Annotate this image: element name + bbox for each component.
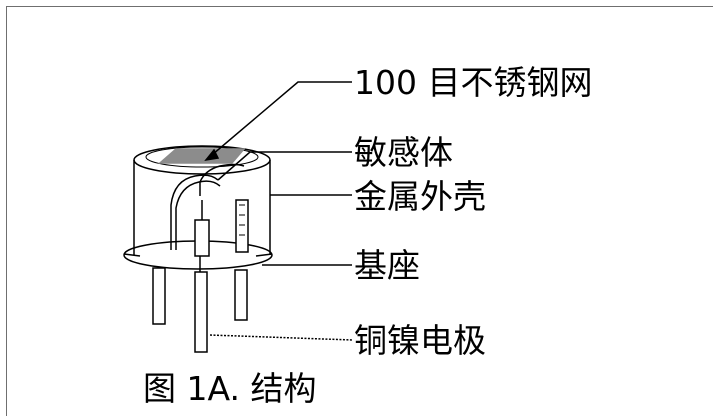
label-electrode: 铜镍电极 xyxy=(354,321,486,360)
label-base: 基座 xyxy=(354,246,420,285)
label-sensing-element: 敏感体 xyxy=(354,133,453,172)
steel-mesh xyxy=(158,148,246,164)
figure-frame xyxy=(6,6,713,416)
label-metal-shell: 金属外壳 xyxy=(354,177,486,216)
electrode-pins xyxy=(152,267,248,353)
metal-shell xyxy=(133,145,271,255)
sensing-element xyxy=(170,163,249,272)
leader-lines xyxy=(204,81,353,341)
figure-caption: 图 1A. 结构 xyxy=(143,369,317,408)
label-steel-mesh: 100 目不锈钢网 xyxy=(354,63,593,102)
